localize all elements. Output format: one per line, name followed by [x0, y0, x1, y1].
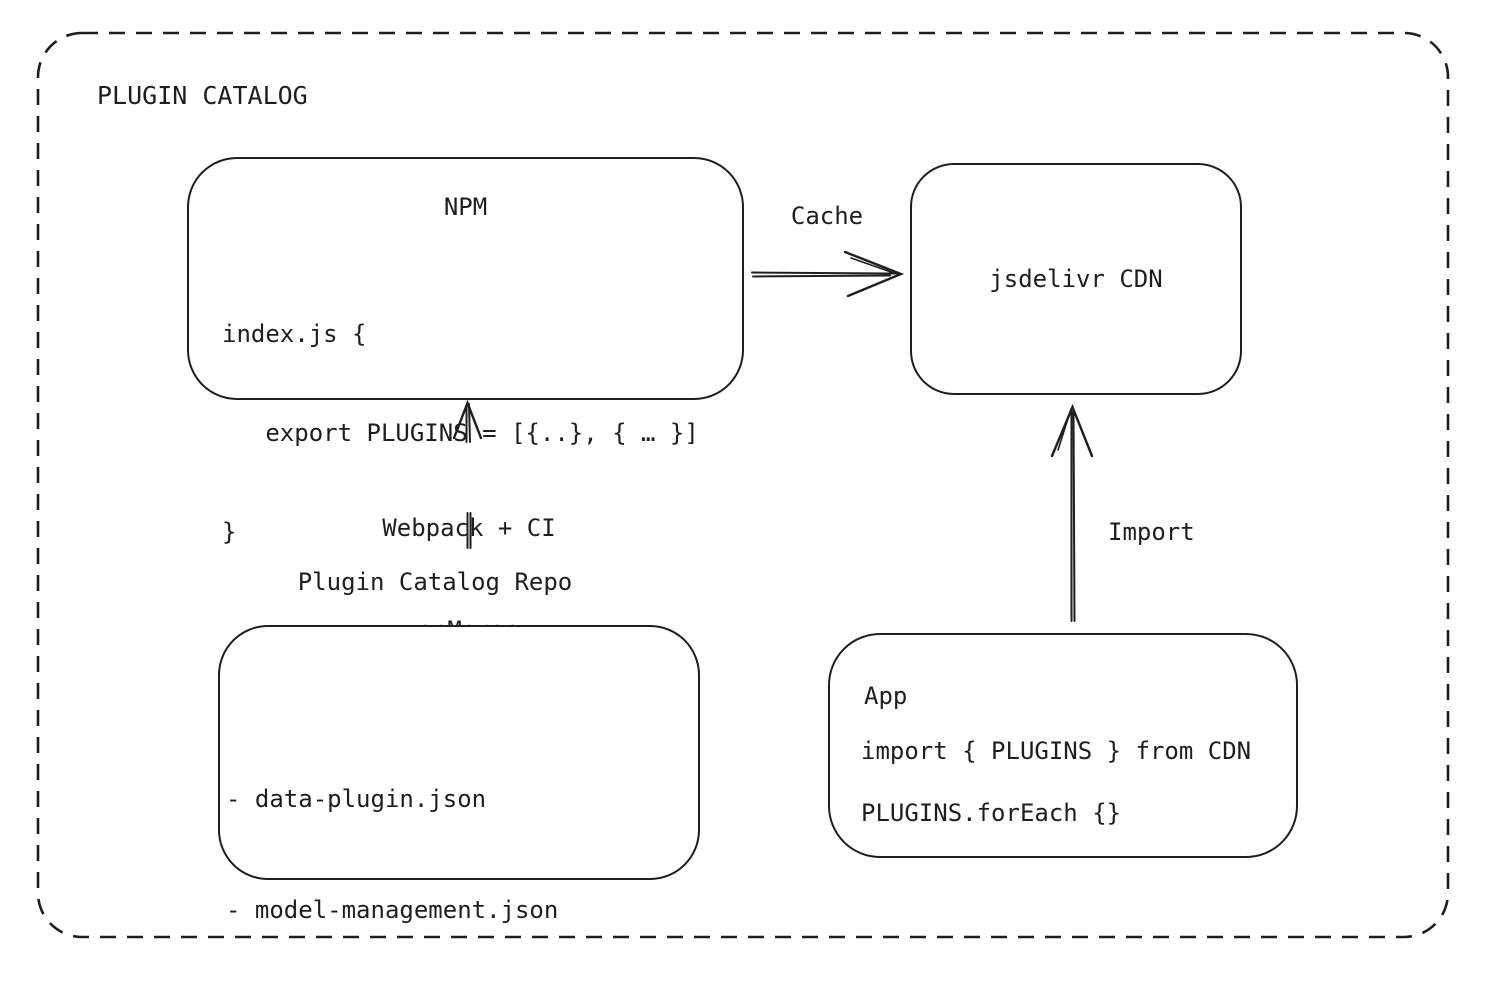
- build-arrow[interactable]: [452, 399, 483, 549]
- app-code-line: import { PLUGINS } from CDN: [861, 737, 1252, 765]
- app-code-line: PLUGINS.forEach {}: [861, 799, 1122, 827]
- npm-code-line: index.js {: [222, 320, 367, 348]
- frame-border[interactable]: [36, 31, 1450, 939]
- npm-code-line: }: [222, 518, 237, 546]
- app-node-title: App: [864, 682, 908, 710]
- npm-node-title: NPM: [443, 193, 488, 221]
- cdn-node-label: jsdelivr CDN: [989, 265, 1163, 293]
- repo-file-item: - data-plugin.json: [226, 785, 487, 813]
- import-arrow[interactable]: [1050, 403, 1094, 622]
- npm-code-line: export PLUGINS = [{..}, { … }]: [222, 419, 699, 447]
- cache-arrow[interactable]: [751, 250, 905, 298]
- npm-code-block: index.js { export PLUGINS = [{..}, { … }…: [222, 252, 699, 615]
- cdn-node[interactable]: jsdelivr CDN: [910, 163, 1242, 395]
- app-node[interactable]: App import { PLUGINS } from CDN PLUGINS.…: [828, 633, 1298, 858]
- cache-edge-label[interactable]: Cache: [790, 202, 864, 230]
- frame-title[interactable]: PLUGIN CATALOG: [97, 81, 308, 110]
- repo-file-item: - model-management.json: [226, 896, 559, 924]
- import-edge-label[interactable]: Import: [1108, 518, 1195, 546]
- build-edge-label-line1: Webpack + CI: [382, 514, 556, 542]
- repo-node[interactable]: - data-plugin.json - model-management.js…: [218, 625, 700, 924]
- repo-node-caption[interactable]: Plugin Catalog Repo: [297, 568, 573, 596]
- repo-file-list: - data-plugin.json - model-management.js…: [226, 707, 558, 1002]
- npm-node[interactable]: NPM index.js { export PLUGINS = [{..}, {…: [187, 157, 744, 546]
